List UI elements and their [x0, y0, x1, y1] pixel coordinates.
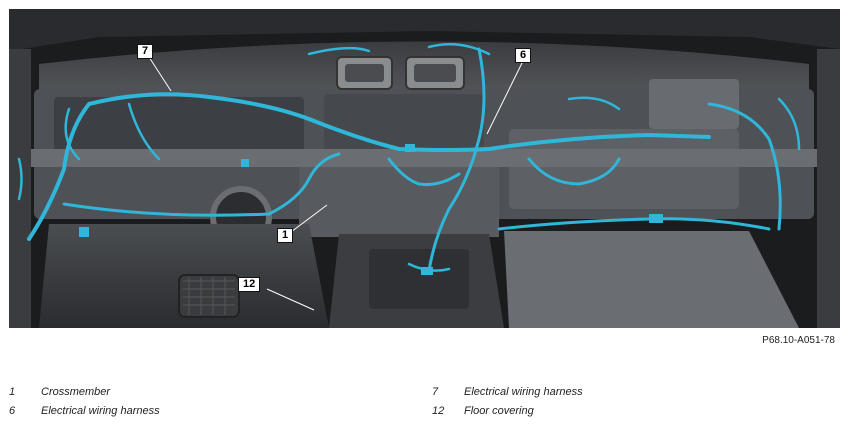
- dashboard-crossmember-illustration: 7 6 1 12: [9, 9, 840, 328]
- callout-7: 7: [137, 44, 154, 59]
- right-a-pillar: [817, 49, 840, 328]
- callout-leader-lines: [148, 56, 524, 311]
- callout-1: 1: [277, 228, 294, 243]
- callout-6: 6: [515, 48, 532, 63]
- callout-12: 12: [238, 277, 261, 292]
- legend-number: 1: [9, 386, 16, 398]
- right-blower: [649, 79, 739, 129]
- windshield-frame: [9, 9, 840, 51]
- illustration-svg: [9, 9, 840, 328]
- right-footwell: [504, 231, 799, 328]
- left-duct-assembly: [54, 97, 304, 152]
- harness-connectors: [79, 144, 663, 275]
- legend-number: 12: [432, 405, 445, 417]
- crossmember-center-support: [299, 167, 499, 237]
- crossmember-beam: [29, 149, 819, 167]
- accelerator-pedal: [178, 274, 240, 318]
- legend-label: Electrical wiring harness: [464, 386, 583, 398]
- legend-label: Crossmember: [41, 386, 111, 398]
- legend-number: 7: [432, 386, 439, 398]
- legend-number: 6: [9, 405, 16, 417]
- legend-label: Floor covering: [464, 405, 534, 417]
- figure-code: P68.10-A051-78: [762, 335, 835, 346]
- center-module: [324, 94, 484, 154]
- legend-label: Electrical wiring harness: [41, 405, 160, 417]
- wiring-harness: [17, 42, 801, 273]
